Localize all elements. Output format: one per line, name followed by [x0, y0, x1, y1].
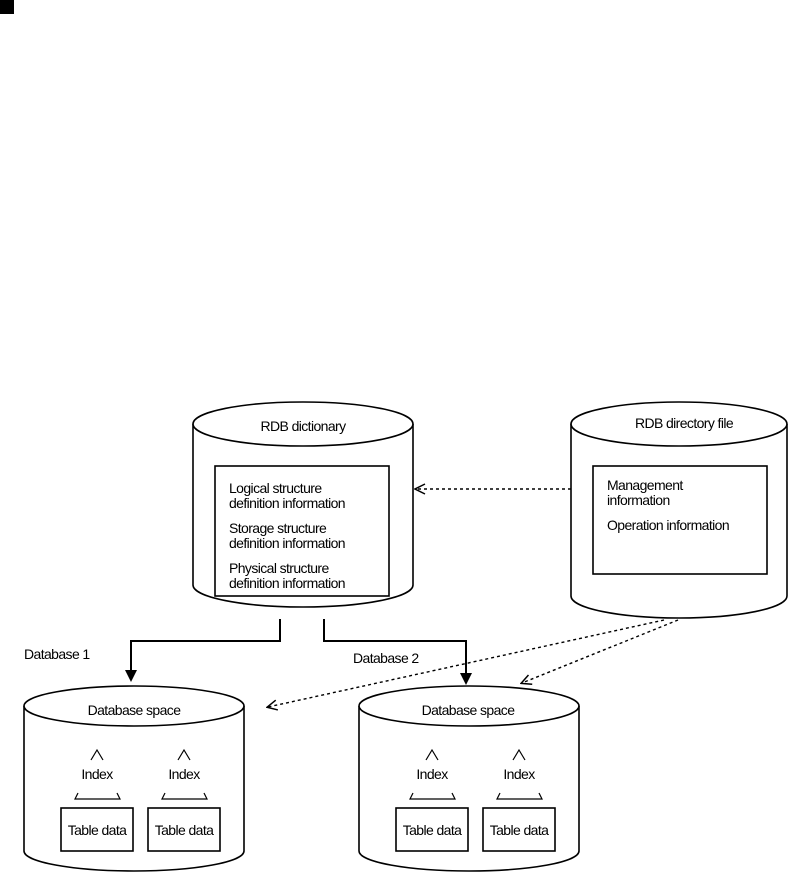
- table-data-box: [147, 807, 221, 852]
- dictionary-entry-line: definition information: [229, 495, 345, 511]
- rdb-dictionary-contents-box: [214, 465, 390, 597]
- rdb-dictionary-cylinder: RDB dictionary Logical structure definit…: [192, 401, 414, 608]
- database2-label: Database 2: [353, 650, 419, 666]
- table-data-label: Table data: [155, 822, 214, 838]
- dictionary-entry-line: Physical structure: [229, 560, 329, 576]
- index-icon: Index: [496, 748, 543, 800]
- index-icon: Index: [409, 748, 456, 800]
- table-data-box: [395, 807, 469, 852]
- rdb-directory-contents-box: [592, 465, 768, 575]
- database-space-title: Database space: [88, 702, 182, 718]
- dictionary-entry-line: Storage structure: [229, 520, 327, 536]
- rdb-directory-file-cylinder: RDB directory file Management informatio…: [570, 401, 788, 619]
- index-icon: Index: [74, 748, 121, 800]
- index-label: Index: [168, 766, 200, 782]
- dictionary-entry-line: definition information: [229, 535, 345, 551]
- dictionary-entry-line: Logical structure: [229, 480, 322, 496]
- index-label: Index: [81, 766, 113, 782]
- database-space-2: Database space Index Index Table data Ta…: [358, 685, 580, 872]
- dictionary-entry-logical: Logical structure definition information: [229, 480, 346, 511]
- corner-marker: [0, 0, 14, 14]
- table-data-box: [60, 807, 134, 852]
- directory-entry-line: Management: [607, 477, 683, 493]
- table-data-label: Table data: [403, 822, 462, 838]
- directory-to-space1-arrow: [268, 619, 665, 707]
- table-data-label: Table data: [68, 822, 127, 838]
- database-space-1: Database space Index Index Table data Ta…: [23, 685, 245, 872]
- database2-connector: [323, 619, 472, 685]
- database-space-title: Database space: [422, 702, 516, 718]
- directory-to-space2-arrow: [522, 619, 679, 683]
- index-label: Index: [503, 766, 535, 782]
- database1-label: Database 1: [24, 646, 90, 662]
- dictionary-entry-line: definition information: [229, 575, 345, 591]
- database1-connector: [125, 619, 281, 682]
- dictionary-entry-physical: Physical structure definition informatio…: [229, 560, 346, 591]
- directory-entry-line: Operation information: [607, 517, 729, 533]
- index-icon: Index: [161, 748, 208, 800]
- rdb-directory-file-title: RDB directory file: [635, 415, 734, 431]
- table-data-box: [482, 807, 556, 852]
- table-data-label: Table data: [490, 822, 549, 838]
- rdb-dictionary-title: RDB dictionary: [261, 418, 347, 434]
- dictionary-entry-storage: Storage structure definition information: [229, 520, 346, 551]
- directory-entry-line: information: [607, 492, 670, 508]
- index-label: Index: [416, 766, 448, 782]
